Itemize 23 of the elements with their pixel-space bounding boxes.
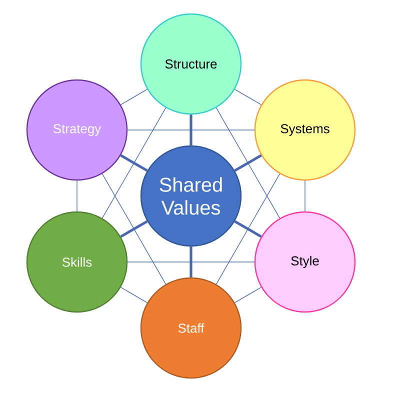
- connector-line: [76, 180, 78, 212]
- circle-node: Structure: [140, 13, 242, 115]
- circle-node: Shared Values: [140, 145, 242, 247]
- connector-line: [190, 114, 192, 146]
- connector-line: [190, 246, 192, 278]
- circle-node: Staff: [140, 277, 242, 379]
- connector-line: [216, 108, 280, 218]
- connector-line: [102, 174, 166, 284]
- circle-node: Skills: [26, 211, 128, 313]
- connector-line: [304, 180, 306, 212]
- circle-node: Strategy: [26, 79, 128, 181]
- connector-line: [102, 108, 166, 218]
- connector-line: [120, 220, 148, 238]
- connector-line: [234, 154, 262, 172]
- connector-line: [234, 220, 262, 238]
- connector-line: [234, 287, 262, 303]
- connector-line: [120, 287, 148, 303]
- circle-node: Style: [254, 211, 356, 313]
- circle-node: Systems: [254, 79, 356, 181]
- connector-line: [216, 174, 280, 284]
- connector-line: [234, 89, 262, 105]
- connector-line: [120, 89, 148, 105]
- connector-line: [120, 154, 148, 172]
